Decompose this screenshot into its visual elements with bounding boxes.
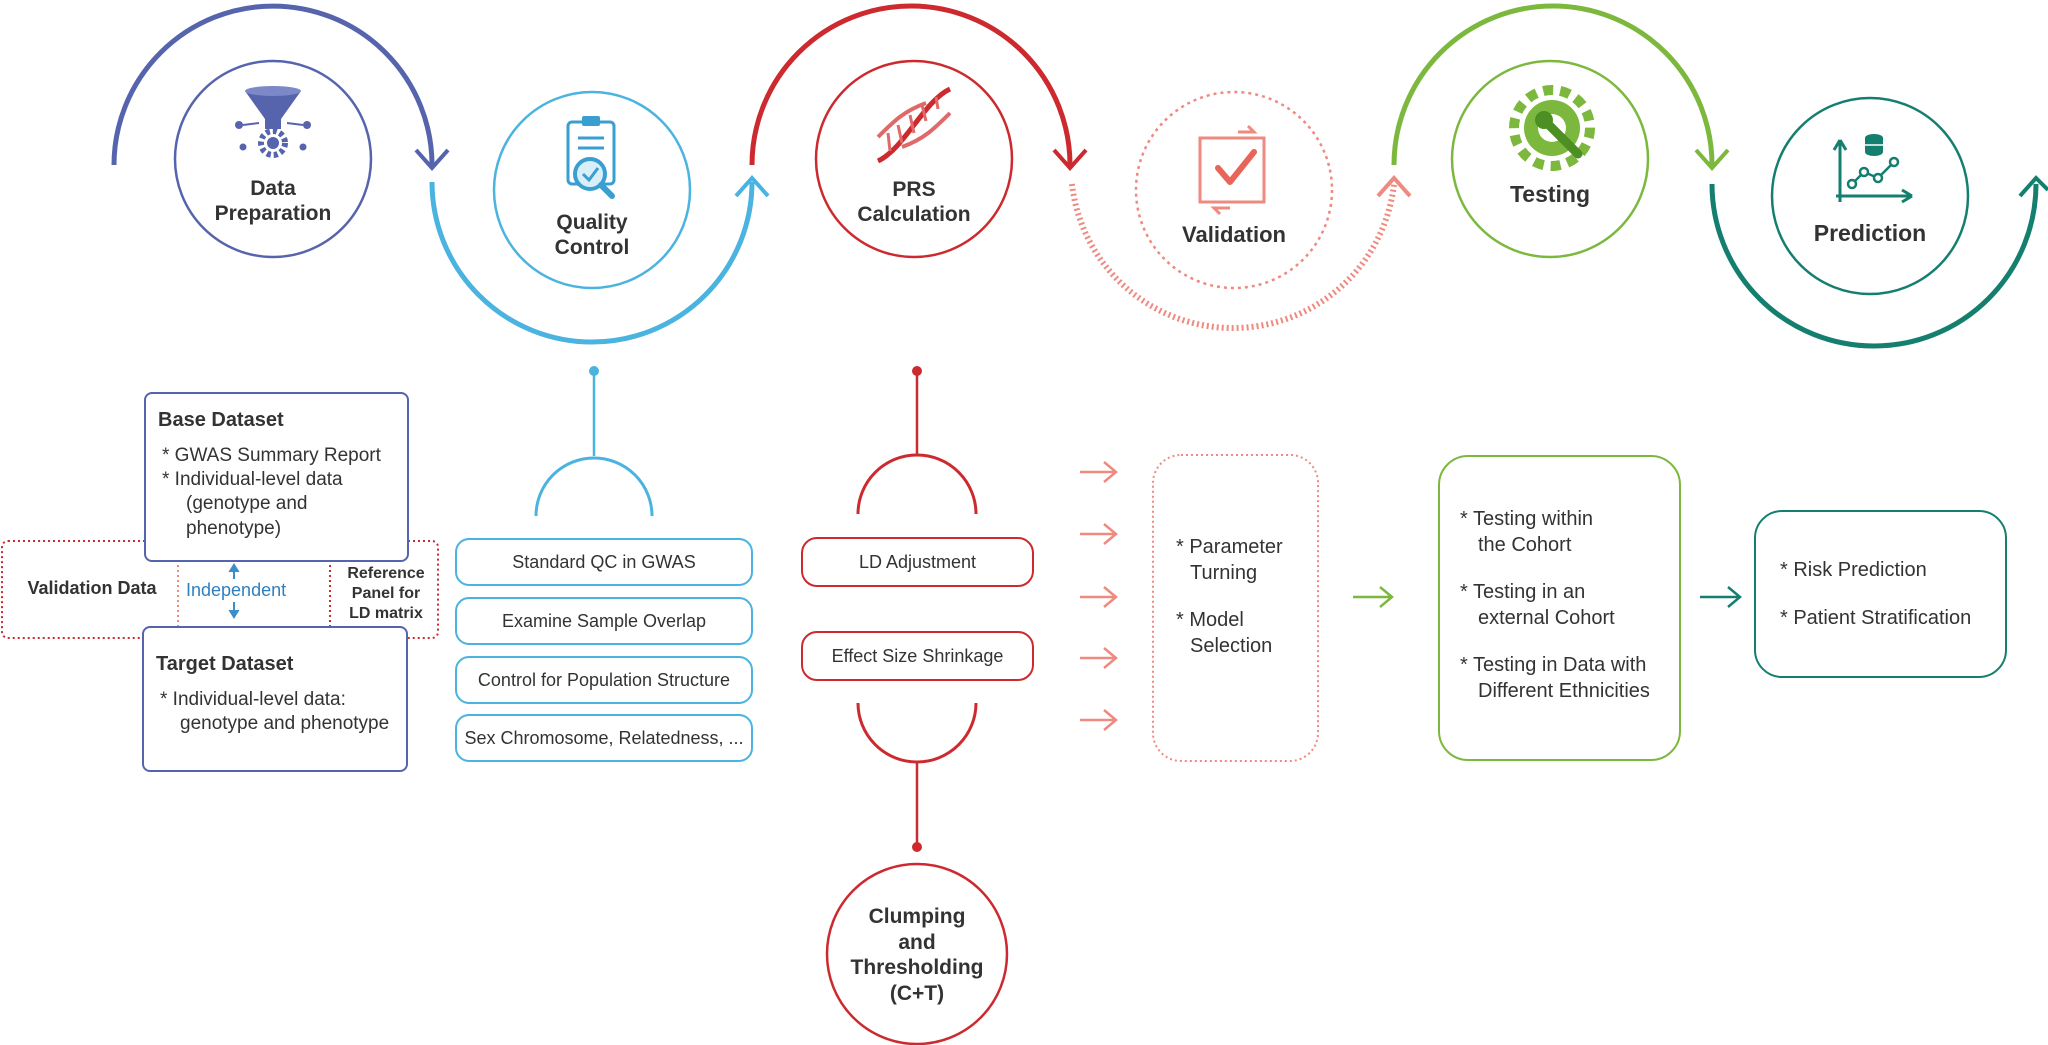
stage-label-line1: Validation: [1182, 222, 1286, 247]
stage-label-line2: Control: [554, 236, 630, 260]
validation-circle: [1134, 90, 1334, 290]
validation-dotted-box: [1152, 454, 1319, 762]
ct-label: Clumping and Thresholding (C+T): [827, 904, 1007, 1006]
testing-item: the Cohort: [1478, 533, 1572, 556]
ct-circle: [825, 862, 1009, 1045]
prediction-box: * Risk Prediction * Patient Stratificati…: [1754, 510, 2007, 678]
stage-label-line1: Quality: [556, 211, 628, 234]
ct-line: Thresholding: [850, 956, 984, 980]
data-prep-flow-arc: [111, 3, 435, 166]
independent-label: Independent: [186, 579, 286, 603]
testing-arrowhead: [1694, 148, 1730, 172]
data-prep-arrowhead: [414, 148, 450, 172]
prediction-item: * Patient Stratification: [1780, 606, 1972, 629]
validation-items: * Parameter Turning * Model Selection: [1176, 535, 1316, 659]
base-item: * Individual-level data: [162, 468, 343, 490]
prs-arrowhead: [1052, 148, 1088, 172]
validation-input-arrows: [1080, 461, 1118, 731]
stage-label-prs: PRS Calculation: [834, 177, 994, 227]
funnel-gear-icon: [235, 86, 311, 158]
testing-flow-arc: [1391, 3, 1715, 166]
testing-item: Different Ethnicities: [1478, 679, 1650, 702]
testing-item: * Testing in an: [1460, 581, 1586, 604]
reference-line: Panel for: [351, 585, 421, 602]
stage-label-line1: Prediction: [1813, 220, 1927, 246]
qc-arrowhead: [734, 174, 770, 198]
prs-flow-arc: [749, 3, 1073, 166]
testing-item: * Testing in Data with: [1460, 654, 1647, 677]
prs-top-arch: [856, 453, 978, 515]
qc-item: Sex Chromosome, Relatedness, ...: [455, 714, 753, 762]
stage-label-line1: PRS: [892, 178, 936, 201]
ct-line: Clumping: [868, 905, 966, 928]
stage-label-line2: Preparation: [214, 202, 332, 226]
validation-data-label: Validation Data: [27, 578, 157, 598]
base-dataset-box: Base Dataset * GWAS Summary Report * Ind…: [144, 392, 409, 562]
reference-panel-label: Reference Panel for LD matrix: [336, 564, 436, 624]
gear-wrench-icon: [1509, 85, 1595, 171]
target-item: genotype and phenotype: [180, 712, 390, 734]
qc-item: Standard QC in GWAS: [455, 538, 753, 586]
base-dataset-title: Base Dataset: [158, 409, 284, 431]
testing-item: * Testing within: [1460, 508, 1594, 530]
clipboard-magnifier-icon: [566, 116, 616, 199]
stage-label-validation: Validation: [1154, 222, 1314, 248]
qc-item: Examine Sample Overlap: [455, 597, 753, 645]
validation-item: * Parameter: [1176, 536, 1283, 558]
prediction-flow-arc: [1709, 183, 2039, 349]
to-prediction-arrow: [1700, 586, 1742, 608]
base-item: (genotype and phenotype): [186, 493, 308, 539]
stage-label-line2: Calculation: [857, 203, 971, 227]
to-testing-arrow: [1353, 586, 1394, 608]
prs-item-ld-adjustment: LD Adjustment: [801, 537, 1034, 587]
target-item: * Individual-level data:: [160, 688, 346, 710]
prediction-item: * Risk Prediction: [1780, 559, 1927, 581]
validation-item: * Model: [1176, 609, 1244, 632]
base-item: * GWAS Summary Report: [162, 444, 381, 466]
validation-item: Turning: [1190, 561, 1258, 584]
validation-arrowhead: [1376, 174, 1412, 198]
qc-connector-arch: [534, 456, 654, 517]
target-dataset-title: Target Dataset: [156, 653, 294, 675]
prs-item-effect-size-shrinkage: Effect Size Shrinkage: [801, 631, 1034, 681]
stage-label-prediction: Prediction: [1790, 220, 1950, 248]
ct-line: and: [898, 930, 936, 954]
prediction-arrowhead: [2018, 175, 2048, 198]
stage-label-line1: Data: [250, 177, 296, 200]
target-dataset-box: Target Dataset * Individual-level data: …: [142, 626, 408, 772]
prs-bottom-arch: [856, 702, 978, 764]
ct-line: (C+T): [889, 981, 945, 1005]
stage-label-data-prep: Data Preparation: [193, 176, 353, 226]
testing-box: * Testing within the Cohort * Testing in…: [1438, 455, 1681, 761]
validation-item: Selection: [1190, 634, 1273, 657]
reference-line: LD matrix: [349, 605, 423, 622]
testing-circle: [1450, 59, 1650, 259]
dna-icon: [876, 86, 952, 164]
qc-item: Control for Population Structure: [455, 656, 753, 704]
data-prep-circle: [173, 59, 373, 259]
prs-circle: [814, 59, 1014, 259]
stage-label-testing: Testing: [1470, 181, 1630, 209]
stage-label-qc: Quality Control: [512, 210, 672, 260]
reference-line: Reference: [347, 565, 425, 582]
checkbox-cycle-icon: [1198, 124, 1266, 216]
qc-flow-arc: [429, 181, 755, 345]
line-chart-database-icon: [1832, 134, 1913, 204]
testing-item: external Cohort: [1478, 606, 1615, 629]
stage-label-line1: Testing: [1509, 181, 1591, 207]
validation-flow-arc: [1069, 183, 1397, 331]
